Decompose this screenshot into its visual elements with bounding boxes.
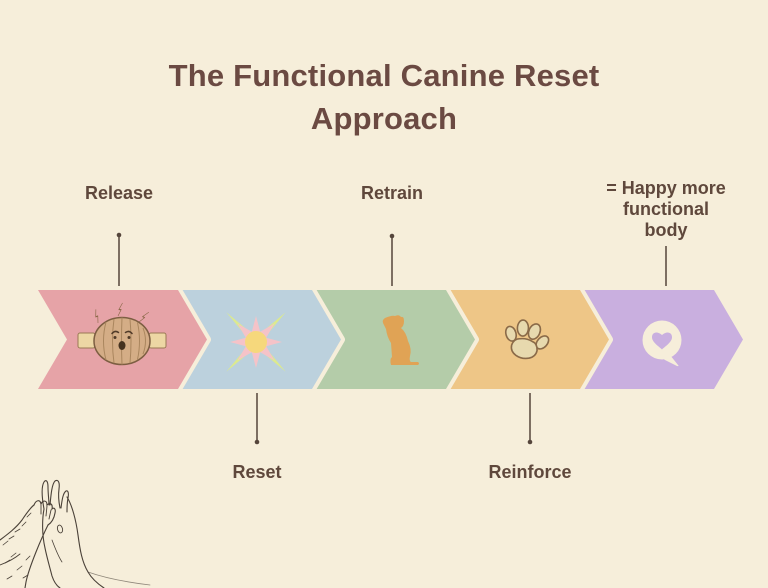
worried-face xyxy=(111,330,133,350)
sitting-dog-icon xyxy=(382,315,419,365)
connector-lines xyxy=(118,237,667,440)
paw-main-pad xyxy=(510,337,538,360)
heart-speech-bubble-icon xyxy=(642,320,682,367)
thumb-nail xyxy=(56,524,64,534)
ring-finger xyxy=(60,490,69,513)
paw-leg-edge xyxy=(0,553,21,566)
paw-inner-edge xyxy=(24,524,49,588)
heart-cutout xyxy=(652,332,672,350)
palm-inner-edge xyxy=(42,508,61,588)
bubble-tail xyxy=(664,355,679,367)
step-label-result: = Happy more functional body xyxy=(606,178,726,240)
palm-outer-edge xyxy=(66,496,105,588)
burst-center xyxy=(245,331,267,353)
connector-dots xyxy=(116,232,533,445)
step-label-reinforce: Reinforce xyxy=(488,462,572,482)
fur-strokes xyxy=(2,512,32,580)
muscle-striations xyxy=(103,317,146,365)
middle-finger xyxy=(49,479,61,509)
energy-burst-icon xyxy=(226,312,286,372)
step-label-release: Release xyxy=(84,183,154,203)
page-title: The Functional Canine Reset Approach xyxy=(168,58,600,136)
palm-crease xyxy=(51,539,63,563)
hand-paw-illustration xyxy=(0,479,151,588)
paw-print-icon xyxy=(504,319,550,360)
step-label-retrain: Retrain xyxy=(360,183,423,203)
stressed-muscle-icon xyxy=(77,302,167,366)
forearm-line xyxy=(87,571,151,586)
step-label-reset: Reset xyxy=(232,462,282,482)
toe-separations xyxy=(40,504,52,520)
paw-outer-edge xyxy=(0,504,35,541)
index-finger xyxy=(41,480,50,510)
paw-toes xyxy=(33,500,56,526)
